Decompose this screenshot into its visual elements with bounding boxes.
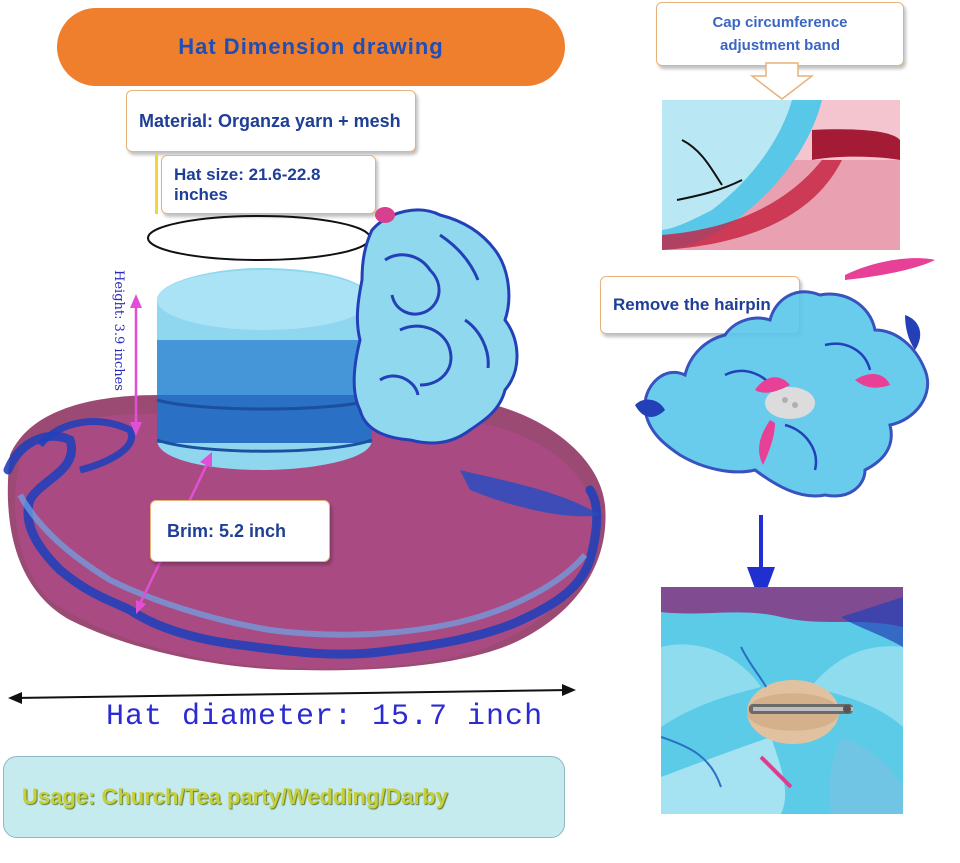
usage-box: Usage: Church/Tea party/Wedding/Darby xyxy=(3,756,565,838)
diameter-label: Hat diameter: 15.7 inch xyxy=(106,700,544,734)
hat-illustration xyxy=(3,207,606,671)
adjustment-band-photo xyxy=(662,100,900,250)
title-text: Hat Dimension drawing xyxy=(178,34,444,59)
brim-label: Brim: 5.2 inch xyxy=(167,520,287,541)
hat-size-label: Hat size: 21.6-22.8 inches xyxy=(174,164,321,204)
hairpin-photo xyxy=(661,587,903,814)
cap-callout-line2: adjustment band xyxy=(719,37,840,54)
height-label: Height: 3.9 inches xyxy=(111,270,126,391)
usage-label: Usage: Church/Tea party/Wedding/Darby xyxy=(22,784,448,809)
remove-hairpin-label: Remove the hairpin xyxy=(613,295,771,314)
material-label-box: Material: Organza yarn + mesh xyxy=(126,90,416,152)
crown-circumference-ellipse xyxy=(147,215,371,261)
cap-callout-line1: Cap circumference xyxy=(712,14,848,31)
diameter-arrow xyxy=(8,684,576,704)
cap-callout-box: Cap circumference adjustment band xyxy=(656,2,904,66)
detached-flower-illustration xyxy=(635,258,935,498)
material-label: Material: Organza yarn + mesh xyxy=(139,110,401,131)
hat-size-label-box: Hat size: 21.6-22.8 inches xyxy=(161,155,376,214)
down-arrow-icon xyxy=(747,515,775,605)
brim-label-box: Brim: 5.2 inch xyxy=(150,500,330,562)
title-banner: Hat Dimension drawing xyxy=(57,8,565,86)
hat-size-pointer-line xyxy=(155,154,158,214)
cap-callout-arrow xyxy=(750,62,814,100)
